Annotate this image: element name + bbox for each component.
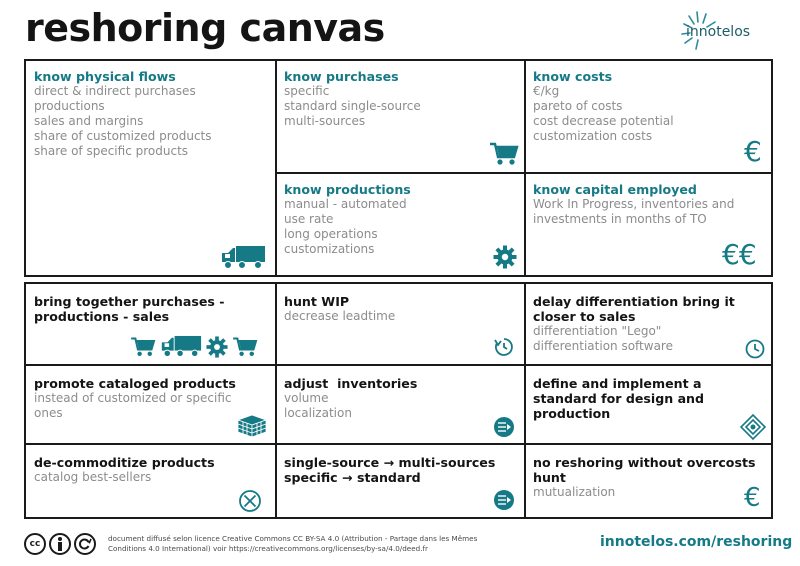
cell-hunt-wip: hunt WIP decrease leadtime xyxy=(275,284,524,364)
physical-flows-item: share of specific products xyxy=(34,144,189,158)
clock-arrow-icon xyxy=(494,338,513,356)
promote-item: instead of customized or specific xyxy=(34,391,232,405)
innotelos-logo-icon xyxy=(681,11,716,50)
list-arrow-icon xyxy=(494,490,514,510)
heading-no-reshoring: no reshoring without overcosts hunt xyxy=(533,455,756,485)
heading-bring-together: bring together purchases - productions -… xyxy=(34,294,225,324)
inventories-item: volume xyxy=(284,391,329,405)
stacked-blocks-icon xyxy=(236,414,268,438)
heading-delay-differentiation: delay differentiation bring it closer to… xyxy=(533,294,735,324)
cell-know-productions: know productions manual - automated use … xyxy=(275,172,524,275)
cart-icon xyxy=(131,337,156,356)
diamond-target-icon xyxy=(740,414,766,440)
capital-item: investments in months of TO xyxy=(533,212,707,226)
productions-item: customizations xyxy=(284,242,375,256)
cell-promote-cataloged: promote cataloged products instead of cu… xyxy=(26,364,275,443)
costs-item: cost decrease potential xyxy=(533,114,674,128)
attribution-icon xyxy=(49,533,71,555)
productions-item: manual - automated xyxy=(284,197,407,211)
actions-grid: bring together purchases - productions -… xyxy=(24,282,773,519)
decommoditize-item: catalog best-sellers xyxy=(34,470,152,484)
license-badges: cc xyxy=(24,533,96,555)
promote-item: ones xyxy=(34,406,63,420)
cart-icon xyxy=(490,142,519,165)
know-grid: know physical flows direct & indirect pu… xyxy=(24,59,773,277)
cell-bring-together: bring together purchases - productions -… xyxy=(26,284,275,364)
euro-icon: € xyxy=(744,483,761,513)
heading-single-multi: single-source → multi-sources specific →… xyxy=(284,455,496,485)
heading-decommoditize: de-commoditize products xyxy=(34,455,215,470)
delay-diff-item: differentiation software xyxy=(533,339,673,353)
costs-item: €/kg xyxy=(533,84,560,98)
purchases-item: standard single-source xyxy=(284,99,421,113)
cc-icon: cc xyxy=(24,533,46,555)
delay-diff-item: differentiation "Lego" xyxy=(533,324,662,338)
no-reshoring-item: mutualization xyxy=(533,485,616,499)
physical-flows-item: sales and margins xyxy=(34,114,144,128)
purchases-item: specific xyxy=(284,84,330,98)
brand-name: innotelos xyxy=(686,24,751,40)
hunt-wip-item: decrease leadtime xyxy=(284,309,396,323)
cell-single-multi: single-source → multi-sources specific →… xyxy=(275,443,524,517)
license-note: document diffusé selon licence Creative … xyxy=(108,534,478,553)
cell-know-capital-employed: know capital employed Work In Progress, … xyxy=(524,172,771,275)
cell-delay-differentiation: delay differentiation bring it closer to… xyxy=(524,284,771,364)
physical-flows-item: productions xyxy=(34,99,105,113)
cell-adjust-inventories: adjust inventories volume localization xyxy=(275,364,524,443)
cell-no-reshoring: no reshoring without overcosts hunt mutu… xyxy=(524,443,771,517)
gear-icon xyxy=(493,245,517,269)
heading-adjust-inventories: adjust inventories xyxy=(284,376,418,391)
clock-icon xyxy=(745,339,765,359)
inventories-item: localization xyxy=(284,406,352,420)
heading-hunt-wip: hunt WIP xyxy=(284,294,350,309)
capital-item: Work In Progress, inventories and xyxy=(533,197,735,211)
cell-know-costs: know costs €/kg pareto of costs cost dec… xyxy=(524,61,771,172)
gear-icon xyxy=(206,336,228,358)
costs-item: pareto of costs xyxy=(533,99,623,113)
productions-item: use rate xyxy=(284,212,334,226)
cell-know-purchases: know purchases specific standard single-… xyxy=(275,61,524,172)
heading-know-costs: know costs xyxy=(533,69,613,84)
cell-define-standard: define and implement a standard for desi… xyxy=(524,364,771,443)
bring-together-icons xyxy=(130,334,258,358)
heading-know-purchases: know purchases xyxy=(284,69,399,84)
truck-icon xyxy=(222,246,265,269)
reshoring-link[interactable]: innotelos.com/reshoring xyxy=(600,534,793,550)
costs-item: customization costs xyxy=(533,129,653,143)
euro-icon: € xyxy=(744,135,762,168)
heading-know-physical-flows: know physical flows xyxy=(34,69,176,84)
list-arrow-icon xyxy=(494,417,514,437)
heading-promote-cataloged: promote cataloged products xyxy=(34,376,236,391)
page-title: reshoring canvas xyxy=(25,6,385,50)
share-alike-icon xyxy=(74,533,96,555)
truck-icon xyxy=(161,335,202,357)
physical-flows-item: share of customized products xyxy=(34,129,212,143)
cell-decommoditize: de-commoditize products catalog best-sel… xyxy=(26,443,275,517)
heading-know-productions: know productions xyxy=(284,182,411,197)
cart-icon xyxy=(233,337,258,356)
physical-flows-item: direct & indirect purchases xyxy=(34,84,196,98)
productions-item: long operations xyxy=(284,227,378,241)
circle-x-icon xyxy=(239,490,261,512)
purchases-item: multi-sources xyxy=(284,114,366,128)
cell-know-physical-flows: know physical flows direct & indirect pu… xyxy=(26,61,275,275)
heading-know-capital-employed: know capital employed xyxy=(533,182,697,197)
double-euro-icon: €€ xyxy=(722,238,757,271)
heading-define-standard: define and implement a standard for desi… xyxy=(533,376,711,421)
